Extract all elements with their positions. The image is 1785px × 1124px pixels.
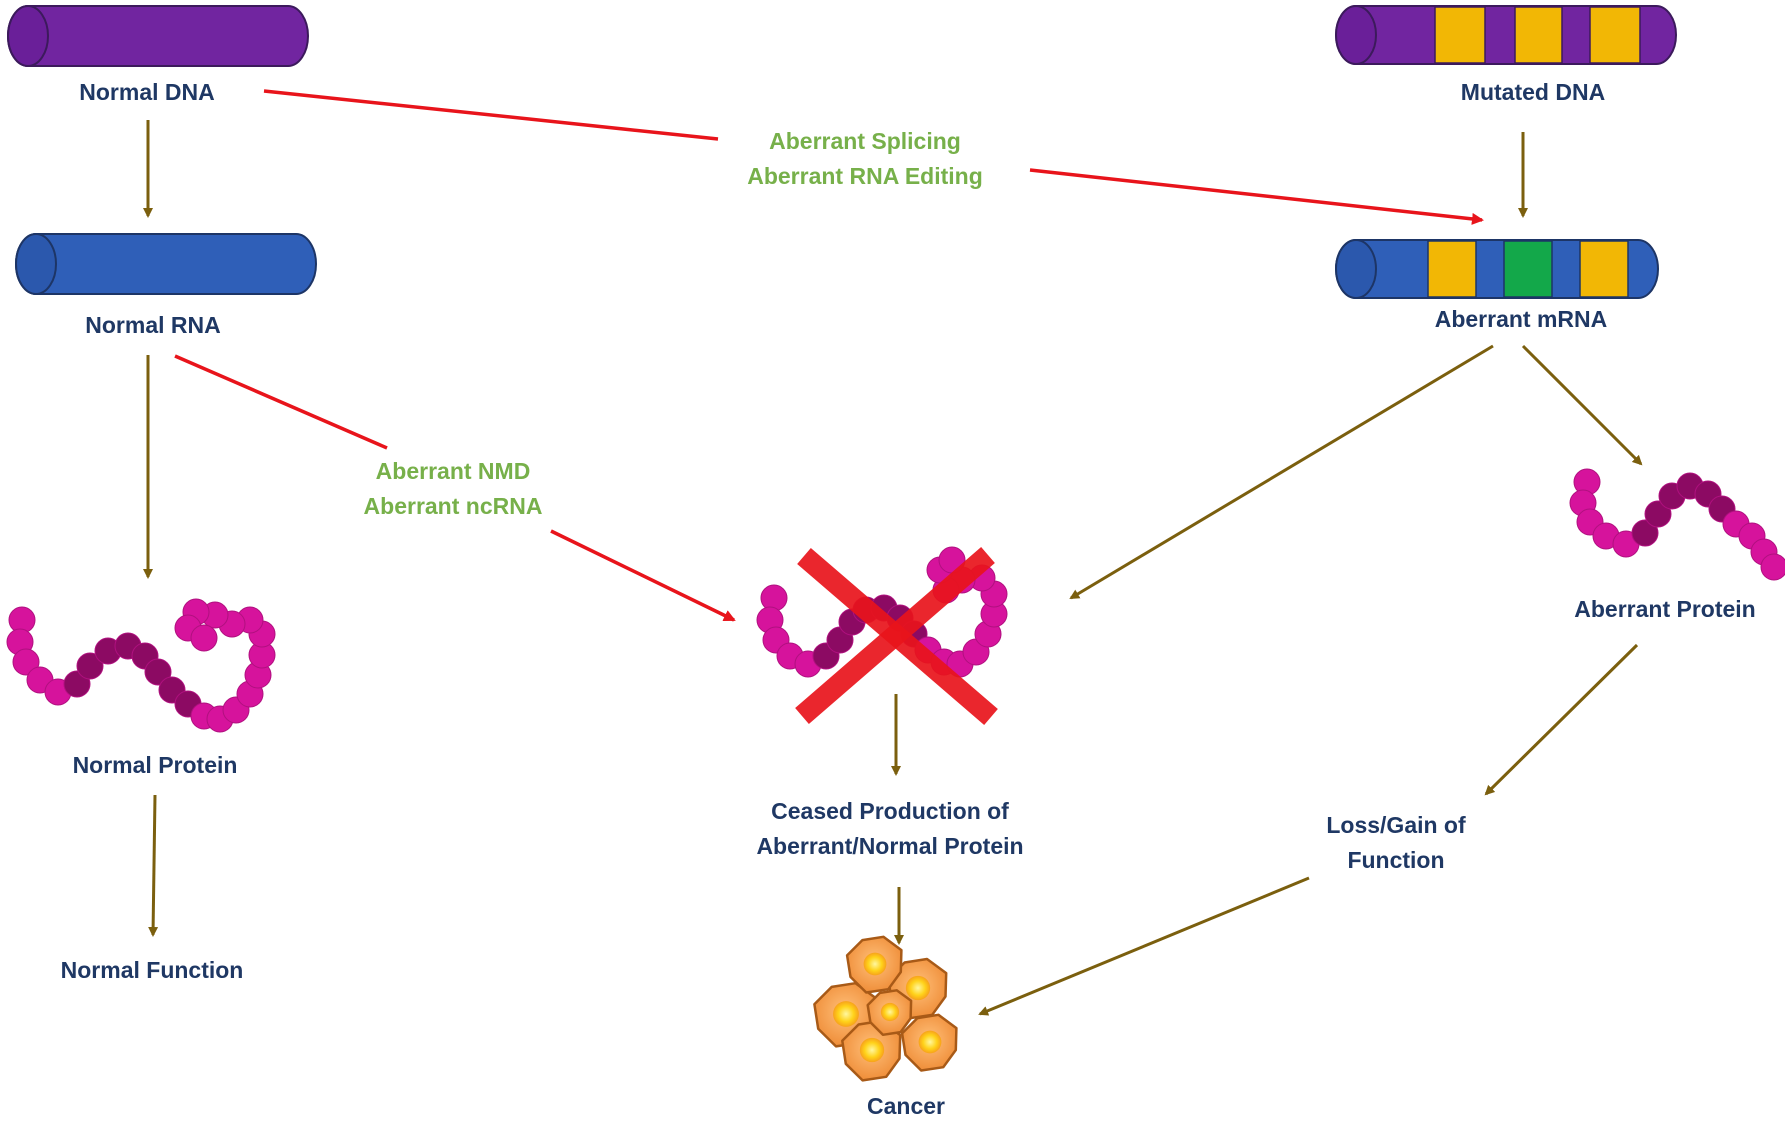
arrow-splicing-left-segment [263, 89, 719, 141]
label-aberrant-splicing: Aberrant Splicing [769, 128, 961, 154]
normal-rna-strand-icon [15, 233, 317, 295]
aberrant-mrna-strand-icon [1335, 239, 1659, 299]
protein-bead [144, 658, 172, 686]
label-normal-protein: Normal Protein [72, 752, 238, 778]
label-aberrant-protein: Aberrant Protein [1574, 596, 1756, 622]
label-aberrant-nmd: Aberrant NMD [375, 458, 531, 484]
protein-bead [760, 584, 788, 612]
aberrant-protein-beads [1569, 468, 1785, 581]
label-aberrant-ncrna: Aberrant ncRNA [363, 493, 543, 519]
label-mutated-dna: Mutated DNA [1460, 79, 1606, 105]
cross-stroke-2 [795, 547, 995, 724]
cancer-cell-nucleus [880, 1002, 900, 1022]
mutated-dna-strand-icon [1335, 5, 1677, 65]
aberrant-arrows [174, 89, 1484, 622]
cancer-cell-nucleus [833, 1001, 859, 1027]
label-ceased-production-line-2: Aberrant/Normal Protein [756, 833, 1024, 859]
label-loss-gain-function: Loss/Gain of Function [1326, 808, 1465, 878]
crossed-protein-icon [756, 546, 1008, 725]
protein-bead [76, 652, 104, 680]
protein-bead [12, 648, 40, 676]
label-ceased-production-line-1: Ceased Production of [771, 798, 1009, 824]
normal-protein-chain-icon [6, 598, 276, 733]
arrow-nmd-lower-segment [550, 529, 736, 622]
label-loss-gain-line-1: Loss/Gain of [1326, 812, 1466, 838]
label-normal-function: Normal Function [60, 957, 244, 983]
arrow-nmd-upper-segment [174, 354, 388, 450]
label-ceased-production: Ceased Production of Aberrant/Normal Pro… [756, 794, 1023, 864]
label-mechanism-nmd: Aberrant NMD Aberrant ncRNA [364, 454, 543, 524]
flow-arrows [143, 120, 1643, 1016]
label-aberrant-rna-editing: Aberrant RNA Editing [747, 163, 983, 189]
cancer-cell-nucleus [918, 1030, 942, 1054]
label-cancer: Cancer [867, 1093, 945, 1119]
aberrant-protein-chain-icon [1569, 468, 1785, 581]
cancer-cell-nucleus [859, 1037, 885, 1063]
protein-bead [1760, 553, 1785, 581]
arrow-protein-to-function [148, 794, 159, 937]
protein-bead [1631, 519, 1659, 547]
arrow-mrna-to-aberrant-protein [1521, 344, 1643, 466]
label-loss-gain-line-2: Function [1347, 847, 1445, 873]
label-normal-dna: Normal DNA [79, 79, 215, 105]
arrow-loss-gain-to-cancer [978, 876, 1310, 1016]
label-mechanism-splicing: Aberrant Splicing Aberrant RNA Editing [747, 124, 983, 194]
arrow-aberrant-protein-to-loss-gain [1484, 643, 1639, 796]
arrow-mrna-to-ceased [1069, 344, 1494, 600]
cancer-cell-nucleus [863, 952, 887, 976]
protein-bead [1644, 500, 1672, 528]
normal-protein-beads [6, 598, 276, 733]
arrow-splicing-right-segment [1029, 168, 1484, 225]
cancer-cells-icon [813, 935, 958, 1082]
label-normal-rna: Normal RNA [85, 312, 221, 338]
cancer-cell-nucleus [905, 975, 931, 1001]
label-aberrant-mrna: Aberrant mRNA [1434, 306, 1608, 332]
protein-bead [190, 624, 218, 652]
normal-dna-strand-icon [7, 5, 309, 67]
